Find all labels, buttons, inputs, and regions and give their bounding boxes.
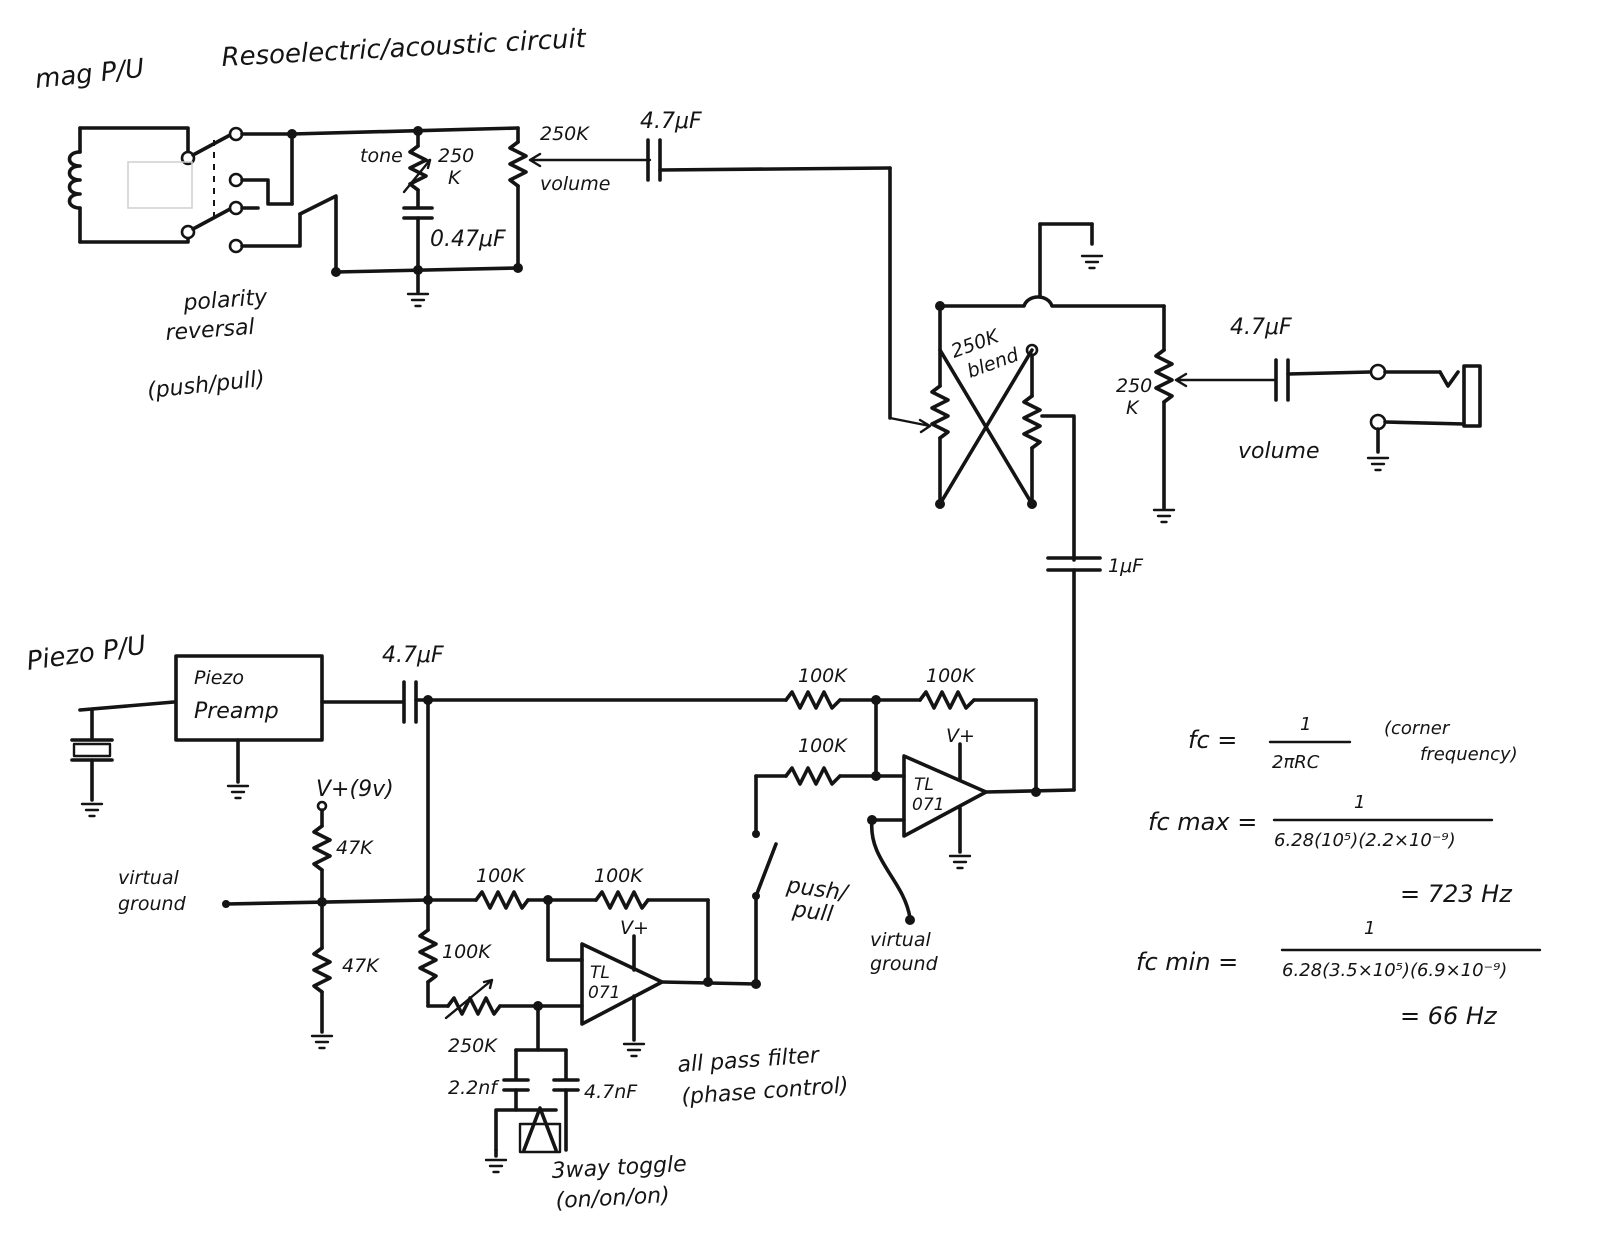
page-title: Resoelectric/acoustic circuit	[221, 24, 588, 73]
output-cap-value: 4.7μF	[1230, 315, 1292, 340]
cap-47nf-value: 4.7nF	[584, 1081, 638, 1103]
polarity-label-line3: (push/pull)	[146, 367, 266, 404]
bias-divider	[222, 800, 430, 1050]
fc-label: fc =	[1188, 726, 1237, 754]
vplus-9v-label: V+(9v)	[316, 777, 394, 802]
opamp-bottom	[580, 934, 758, 1058]
resistor-bot-1-value: 100K	[476, 865, 526, 887]
piezo-coupling-cap	[402, 680, 788, 724]
resistor-mid-value: 100K	[798, 735, 848, 757]
piezo-preamp	[174, 654, 404, 800]
fc-note-2: frequency)	[1420, 744, 1518, 765]
cap-1uf	[1046, 556, 1102, 792]
piezo-cap-value: 4.7μF	[382, 643, 444, 668]
virtual-ground-left-1: virtual	[118, 867, 179, 889]
resistor-47k-top-value: 47K	[336, 837, 374, 859]
opamp-top-vplus: V+	[946, 725, 975, 747]
coupling-cap-top-value: 4.7μF	[640, 109, 702, 134]
opamp-top	[867, 742, 1076, 925]
resistor-top-1-value: 100K	[798, 665, 848, 687]
equations: fc = 1 2πRC (corner frequency) fc max = …	[1136, 714, 1542, 1030]
blend-pot	[930, 222, 1166, 562]
virtual-ground-right-2: ground	[870, 953, 939, 975]
tone-pot-value-2: K	[448, 167, 462, 189]
polarity-label-line2: reversal	[165, 315, 256, 346]
allpass-label-2: (phase control)	[681, 1073, 850, 1110]
cap-22nf-value: 2.2nf	[448, 1077, 500, 1099]
output-jack	[1366, 363, 1482, 472]
mag-wiring	[287, 126, 523, 308]
output-volume-pot	[1152, 304, 1278, 524]
fcmin-label: fc min =	[1136, 948, 1238, 976]
fcmin-result: = 66 Hz	[1400, 1002, 1498, 1030]
phase-caps-and-toggle	[484, 1004, 580, 1174]
resistor-bot-left-value: 100K	[442, 941, 492, 963]
piezo-pickup-label: Piezo P/U	[25, 630, 148, 676]
summing-resistors	[754, 690, 1038, 794]
fcmax-result: = 723 Hz	[1400, 880, 1513, 908]
output-pot-value-1: 250	[1116, 375, 1152, 397]
tone-cap-value: 0.47μF	[430, 227, 506, 252]
polarity-reversal-switch	[78, 126, 302, 254]
fc-numerator: 1	[1300, 714, 1311, 735]
volume-label-top: volume	[540, 173, 610, 195]
resistor-top-2-value: 100K	[926, 665, 976, 687]
fc-denominator: 2πRC	[1272, 752, 1320, 773]
fcmin-numerator: 1	[1364, 918, 1375, 939]
opamp-top-chip-2: 071	[912, 795, 944, 815]
fc-note-1: (corner	[1384, 718, 1451, 739]
preamp-label-2: Preamp	[194, 699, 279, 724]
allpass-network	[418, 698, 710, 1020]
mag-pickup-coil	[67, 126, 82, 244]
output-pot-value-2: K	[1126, 397, 1140, 419]
opamp-bottom-chip-2: 071	[588, 983, 620, 1003]
output-volume-label: volume	[1238, 439, 1320, 464]
tone-label: tone	[360, 145, 403, 167]
fcmin-denominator: 6.28(3.5×10⁵)(6.9×10⁻⁹)	[1282, 960, 1507, 981]
tone-pot	[402, 129, 432, 208]
resistor-47k-bot-value: 47K	[342, 955, 380, 977]
virtual-ground-right-1: virtual	[870, 929, 931, 951]
toggle-label-2: (on/on/on)	[555, 1183, 670, 1214]
opamp-bottom-vplus: V+	[620, 917, 649, 939]
toggle-label-1: 3way toggle	[551, 1152, 687, 1184]
opamp-bottom-chip-1: TL	[590, 963, 610, 983]
tone-capacitor	[402, 206, 434, 272]
tone-pot-value-1: 250	[438, 145, 474, 167]
volume-pot-top	[508, 126, 652, 270]
fcmax-denominator: 6.28(10⁵)(2.2×10⁻⁹)	[1274, 830, 1456, 851]
opamp-top-chip-1: TL	[914, 775, 934, 795]
pot-250k-value: 250K	[448, 1035, 498, 1057]
coupling-cap-top	[646, 138, 932, 434]
mag-pickup-label: mag P/U	[34, 54, 146, 95]
resistor-bot-2-value: 100K	[594, 865, 644, 887]
output-cap	[1274, 358, 1372, 402]
push-pull-switch	[751, 774, 778, 989]
fcmax-label: fc max =	[1148, 808, 1257, 836]
preamp-label-1: Piezo	[194, 667, 244, 689]
polarity-label-line1: polarity	[182, 285, 269, 316]
push-pull-label-2: pull	[790, 897, 834, 927]
cap-1uf-value: 1μF	[1108, 555, 1144, 577]
virtual-ground-left-2: ground	[118, 893, 187, 915]
volume-pot-value: 250K	[540, 123, 590, 145]
piezo-element	[70, 700, 176, 818]
fcmax-numerator: 1	[1354, 792, 1365, 813]
allpass-label-1: all pass filter	[677, 1043, 822, 1078]
